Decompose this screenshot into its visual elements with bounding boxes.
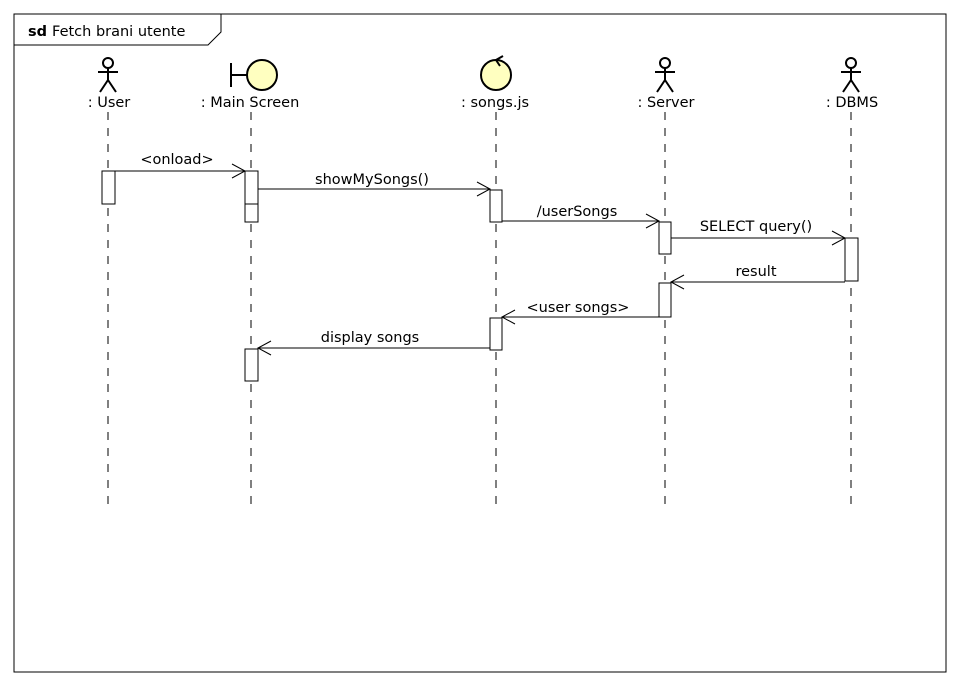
message-show-my-songs bbox=[258, 181, 492, 197]
activation-server-2 bbox=[658, 282, 672, 318]
participant-label-server: : Server bbox=[637, 95, 694, 111]
participant-labels: : User : Main Screen : songs.js : Server… bbox=[88, 95, 878, 111]
activation-main-screen-2 bbox=[244, 348, 259, 382]
actor-dbms-icon bbox=[841, 57, 861, 93]
message-label-select-query: SELECT query() bbox=[700, 219, 812, 235]
activation-server-1 bbox=[658, 221, 672, 255]
activation-user bbox=[101, 170, 116, 205]
participant-label-main-screen: : Main Screen bbox=[201, 95, 300, 111]
message-display-songs bbox=[256, 340, 490, 356]
message-label-user-songs-request: /userSongs bbox=[537, 204, 618, 220]
frame-title-text: Fetch brani utente bbox=[52, 24, 185, 40]
message-result bbox=[669, 274, 845, 290]
activations bbox=[101, 170, 859, 382]
control-songs-js-icon bbox=[480, 55, 512, 91]
message-label-display-songs: display songs bbox=[321, 330, 419, 346]
message-label-onload: <onload> bbox=[140, 152, 213, 168]
boundary-main-screen-icon bbox=[230, 59, 278, 91]
activation-songs-js-1 bbox=[489, 189, 503, 223]
message-user-songs-request bbox=[502, 213, 661, 229]
message-label-user-songs-response: <user songs> bbox=[527, 300, 630, 316]
activation-dbms bbox=[844, 237, 859, 282]
message-labels: <onload> showMySongs() /userSongs SELECT… bbox=[140, 152, 812, 346]
actor-server-icon bbox=[655, 57, 675, 93]
frame-keyword: sd bbox=[28, 24, 47, 40]
activation-songs-js-2 bbox=[489, 317, 503, 351]
lifelines bbox=[107, 112, 852, 512]
participant-label-user: : User bbox=[88, 95, 131, 111]
message-onload bbox=[115, 163, 247, 179]
activation-main-screen-1 bbox=[244, 170, 259, 223]
message-select-query bbox=[671, 230, 847, 246]
actor-user-icon bbox=[98, 57, 118, 93]
frame-title: sd Fetch brani utente bbox=[28, 24, 185, 40]
messages bbox=[115, 163, 847, 356]
message-label-show-my-songs: showMySongs() bbox=[315, 172, 429, 188]
participant-label-songs-js: : songs.js bbox=[461, 95, 529, 111]
diagram-frame bbox=[13, 13, 947, 673]
message-user-songs-response bbox=[500, 309, 659, 325]
participant-label-dbms: : DBMS bbox=[826, 95, 878, 111]
message-label-result: result bbox=[735, 264, 776, 280]
frame-title-tab bbox=[14, 14, 222, 46]
